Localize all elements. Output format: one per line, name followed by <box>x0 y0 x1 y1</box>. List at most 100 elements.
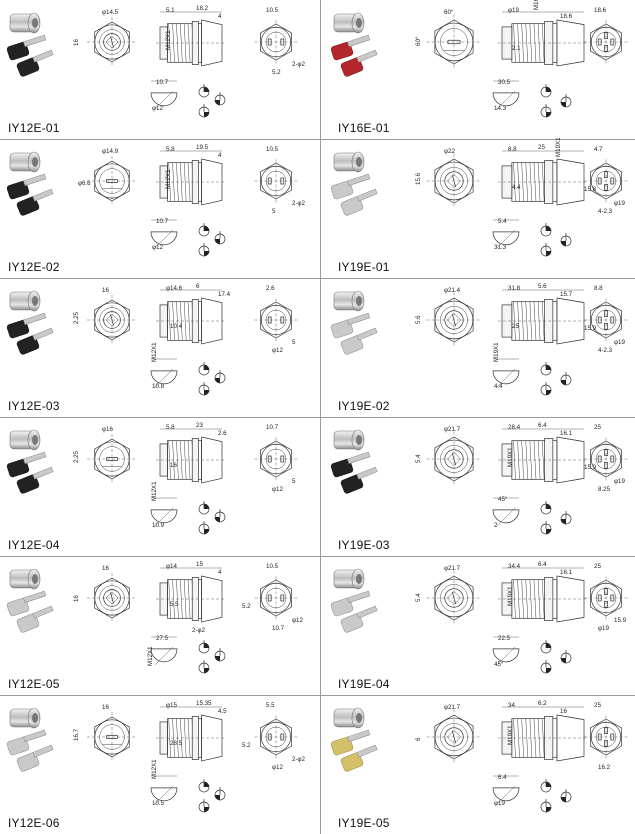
key-head-photo <box>16 613 40 633</box>
dimension-label: 45° <box>494 661 504 668</box>
panel-cutout-drawing <box>150 775 178 805</box>
dimension-line <box>154 90 174 110</box>
key-head-photo <box>16 57 40 77</box>
rear-view-drawing <box>584 159 628 203</box>
switch-position-diagram <box>198 104 210 118</box>
key-head-photo <box>330 597 354 617</box>
dimension-label: 4.4 <box>494 383 503 390</box>
head-flange <box>556 297 585 345</box>
dimension-line <box>154 368 174 388</box>
switch-position-diagram <box>560 233 572 247</box>
dimension-label: 19.5 <box>196 144 209 151</box>
dimension-label: 25 <box>512 323 519 330</box>
dimension-label: 60° <box>444 9 454 16</box>
position-indicator <box>561 519 566 524</box>
switch-position-diagram <box>540 501 552 515</box>
dimension-label: 16 <box>102 287 109 294</box>
dimension-label: 18.6 <box>560 13 573 20</box>
key-blade-photo <box>32 466 54 480</box>
switch-position-diagram <box>214 231 226 245</box>
panel-cutout-shape <box>150 648 178 663</box>
key-blade-photo <box>356 327 378 341</box>
thread-line <box>168 23 171 63</box>
dimension-label: 15.9 <box>584 325 597 332</box>
dimension-label: 25 <box>594 424 601 431</box>
dimension-label: 45° <box>498 496 508 503</box>
position-indicator <box>546 390 551 395</box>
head-flange <box>556 158 585 206</box>
thread-line <box>183 162 187 202</box>
dimension-label: 2-φ2 <box>292 200 306 207</box>
thread-line <box>521 718 524 758</box>
dimension-label: 34 <box>508 702 515 709</box>
switch-position-diagram <box>560 511 572 525</box>
thread-line <box>168 162 171 202</box>
switch-position-diagram <box>198 521 210 535</box>
dimension-label: M16x1.5 <box>533 0 540 10</box>
switch-position-diagram <box>540 660 552 674</box>
dimension-label: M12X1 <box>165 30 172 50</box>
dimension-label: 14.3 <box>494 105 507 112</box>
thread-line <box>183 301 187 341</box>
dimension-label: 4.7 <box>594 146 603 153</box>
dimension-label: 23 <box>196 422 203 429</box>
front-view-drawing <box>87 434 137 484</box>
thread-line <box>525 440 529 480</box>
hex-nut-outline <box>434 158 474 204</box>
dimension-label: 2-φ2 <box>292 61 306 68</box>
row-divider <box>0 695 635 696</box>
dimension-label: 4 <box>218 13 222 20</box>
thread-line <box>187 718 191 758</box>
dimension-label: φ19 <box>598 625 609 632</box>
thread-line <box>187 440 191 480</box>
dimension-label: φ19 <box>614 339 625 346</box>
rear-hex-outline <box>590 23 622 61</box>
dimension-label: 5.2 <box>272 69 281 76</box>
rear-view-drawing <box>584 576 628 620</box>
rear-hex-outline <box>260 162 292 200</box>
key-head-photo <box>340 752 364 772</box>
switch-position-diagram <box>214 370 226 384</box>
dimension-line <box>154 507 174 527</box>
product-photo <box>6 12 54 77</box>
dimension-label: 30.5 <box>498 79 511 86</box>
key-blade-photo <box>356 188 378 202</box>
switch-position-diagram <box>540 223 552 237</box>
key-blade-photo <box>347 312 371 325</box>
panel-cutout-shape <box>150 370 178 385</box>
hex-nut-outline <box>434 297 474 343</box>
rear-hex-outline <box>590 579 622 617</box>
switch-position-diagram <box>540 243 552 257</box>
switch-position-diagram <box>560 94 572 108</box>
rear-hex-outline <box>260 440 292 478</box>
dimension-label: 17.4 <box>218 291 231 298</box>
dimension-label: M19X1 <box>493 342 500 362</box>
head-flange <box>201 714 223 762</box>
dimension-label: φ21.7 <box>444 565 461 572</box>
dimension-label: φ16 <box>102 426 113 433</box>
keyhole-photo <box>356 18 362 28</box>
side-view-drawing <box>156 706 226 762</box>
panel-cutout-shape <box>492 648 520 663</box>
side-view-drawing <box>498 11 588 67</box>
panel-cutout-drawing <box>492 80 520 110</box>
dimension-label: 27.5 <box>156 635 169 642</box>
keyway <box>447 174 461 188</box>
model-number: IY19E-05 <box>338 816 390 830</box>
dimension-label: φ12 <box>272 486 283 493</box>
dimension-label: 15.35 <box>196 700 212 707</box>
position-indicator <box>546 643 551 648</box>
key-head-photo <box>16 752 40 772</box>
panel-cutout-drawing <box>492 636 520 666</box>
dimension-line <box>154 229 174 249</box>
panel-cutout-drawing <box>150 80 178 110</box>
dimension-label: 10.5 <box>266 7 279 14</box>
switch-position-diagram <box>198 779 210 793</box>
key-head-photo <box>6 41 30 61</box>
key-head-photo <box>16 474 40 494</box>
dimension-label: 2.1 <box>512 45 521 52</box>
dimension-label: 5.2 <box>242 742 251 749</box>
dimension-label: 34.4 <box>508 563 521 570</box>
